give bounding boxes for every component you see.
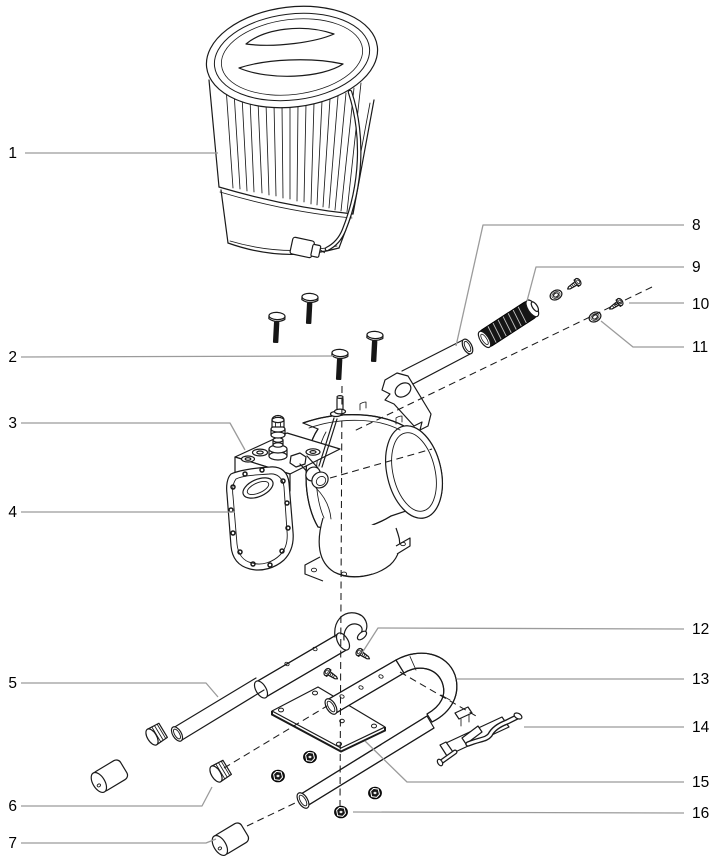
bracket-hole [394,382,412,398]
assembly-dashed-lines [223,286,653,827]
callout-label-7: 7 [8,835,17,852]
callout-label-13: 13 [692,671,709,688]
leader-11 [600,320,684,348]
cover-bolts [228,467,291,568]
handle-grip [477,299,540,349]
leader-9 [526,266,684,302]
screw [364,330,384,363]
leader-12 [361,627,685,654]
prime-valve [289,452,332,520]
tube-plug [142,721,169,748]
callout-label-11: 11 [692,339,708,356]
relief-rod [318,395,347,468]
leader-lines [20,152,685,844]
leader-7 [21,838,217,844]
motor-shroud [205,5,379,259]
callout-label-9: 9 [692,259,701,276]
pail-hook [436,706,523,767]
leader-8 [455,224,684,347]
callout-label-3: 3 [8,415,17,432]
mounting-screws [266,292,384,381]
grip-washer [547,287,565,303]
grip-screw [564,276,583,293]
tube-plug [206,758,233,785]
leader-16 [352,811,685,814]
lock-nut [303,750,317,764]
screw [329,348,349,381]
leader-6 [21,786,213,807]
pump-assembly [226,395,443,582]
leader-5 [21,682,219,698]
callout-label-14: 14 [692,719,710,736]
screw [299,292,319,325]
callout-label-12: 12 [692,621,709,638]
callout-label-10: 10 [692,296,710,313]
foot-cap [87,757,130,796]
cart-group [87,612,523,859]
callout-label-16: 16 [692,805,709,822]
handle-assembly [381,276,625,431]
callout-label-2: 2 [8,349,17,366]
cart-frame [253,632,458,811]
lock-nut [368,786,382,800]
frame-screw [354,646,373,663]
lock-nut [334,805,348,819]
frame-screw [322,666,341,683]
motor-base [304,517,411,582]
callout-label-5: 5 [8,675,17,692]
cord-plug [289,236,326,259]
callout-label-4: 4 [8,504,17,521]
callout-label-6: 6 [8,798,17,815]
mounting-plate [271,686,386,753]
filter-cover [226,466,294,571]
callout-label-1: 1 [8,145,17,162]
lid-slot-upper [245,27,335,46]
callout-label-8: 8 [692,217,701,234]
power-cord [289,89,362,259]
leader-2 [20,355,334,358]
upper-handle-tube [401,338,474,385]
screw [266,311,286,344]
leader-15 [364,740,684,783]
callout-label-15: 15 [692,774,709,791]
handle-receiver-sleeve [253,632,351,699]
leader-3 [21,422,246,451]
handle-bracket [381,372,432,431]
handle-tube [170,612,368,742]
lid-slot-lower [238,59,344,77]
lock-nut [271,769,285,783]
callout-labels: 1 2 3 4 5 6 7 8 9 10 11 12 13 14 15 16 [8,145,709,852]
pump-head-fittings [240,395,347,520]
shroud-ribs [225,82,362,213]
outlet-fitting [268,414,288,461]
